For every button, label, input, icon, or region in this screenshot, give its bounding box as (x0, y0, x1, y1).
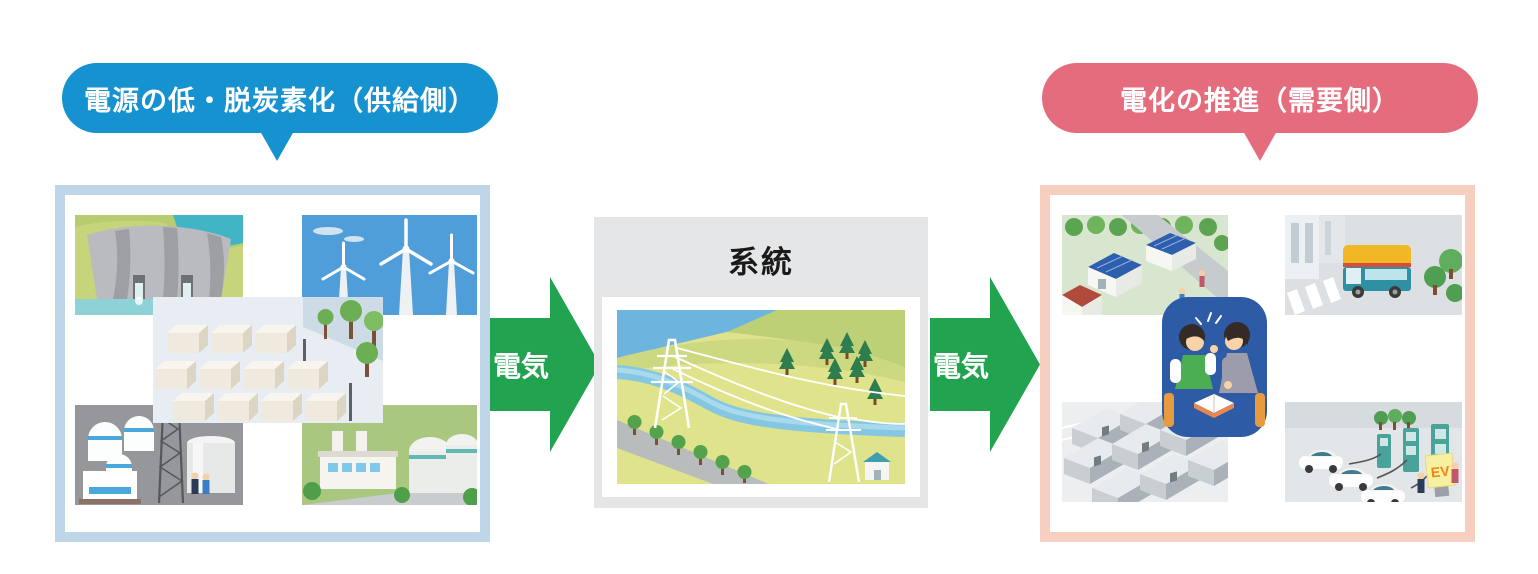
electricity-arrow-right: 電気 (930, 277, 1040, 452)
ev-cars (1299, 450, 1405, 502)
trees (1424, 249, 1462, 302)
grid-title: 系統 (728, 245, 794, 280)
power-plant-buildings-illustration (153, 297, 383, 423)
electric-bus-illustration (1285, 215, 1462, 315)
demand-panel: EV (1040, 185, 1475, 542)
demand-bubble-tail (1243, 131, 1277, 161)
turbine-2 (379, 218, 433, 315)
grid-illustration-frame (602, 297, 920, 497)
supply-bubble: 電源の低・脱炭素化（供給側） (62, 63, 498, 161)
workers (191, 472, 210, 494)
electricity-arrow-right-label: 電気 (932, 350, 989, 382)
demand-bubble: 電化の推進（需要側） (1042, 63, 1478, 161)
house-red-roof (1062, 285, 1102, 315)
ev-charging-station-illustration: EV (1285, 402, 1462, 502)
transmission-landscape-illustration (617, 310, 905, 484)
trees (317, 300, 383, 377)
sparkles (1195, 312, 1222, 325)
house-2 (1088, 253, 1142, 297)
crosswalk (1287, 277, 1341, 315)
electricity-arrow-left-label: 電気 (492, 350, 549, 382)
solar-panel-homes-illustration (1062, 215, 1228, 315)
small-trees (1374, 409, 1416, 430)
house-1 (1146, 233, 1196, 271)
customer-person (1219, 322, 1265, 427)
open-book (1194, 394, 1234, 418)
house (863, 452, 891, 480)
turbine-3 (428, 233, 475, 315)
grid-panel: 系統 (594, 217, 928, 508)
people (1417, 462, 1459, 493)
road-trees (627, 415, 752, 483)
industrial-buildings-illustration (1062, 402, 1228, 502)
supply-panel (55, 185, 490, 542)
warehouse-rows (1064, 402, 1228, 502)
pine-trees (779, 332, 883, 405)
ev-sign-label: EV (1430, 462, 1451, 480)
power-lines (670, 347, 905, 431)
demand-bubble-label: 電化の推進（需要側） (1120, 85, 1400, 116)
supply-bubble-label: 電源の低・脱炭素化（供給側） (84, 85, 476, 116)
supply-bubble-tail (260, 131, 294, 161)
electricity-arrow-left: 電気 (490, 277, 600, 452)
advisor-person (1164, 324, 1218, 427)
energy-consultation-illustration (1162, 297, 1267, 437)
block-rows (155, 325, 346, 421)
ev-sign: EV (1424, 452, 1456, 498)
bus (1343, 245, 1411, 298)
